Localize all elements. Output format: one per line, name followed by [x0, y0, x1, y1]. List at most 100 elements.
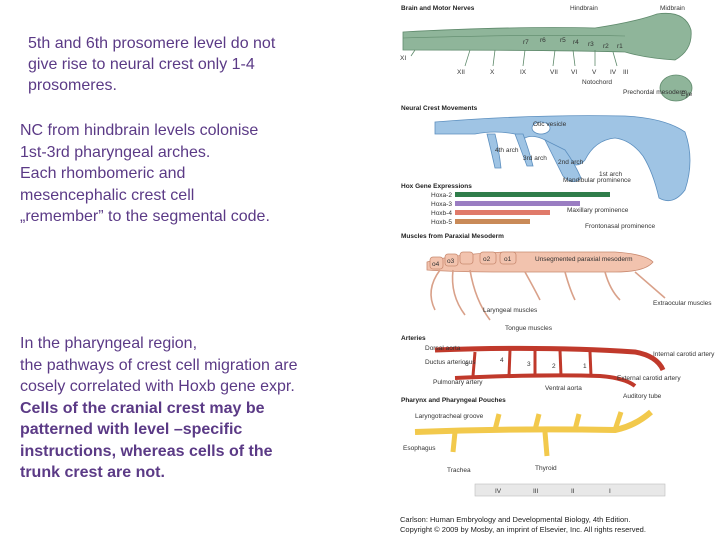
- label-notochord: Notochord: [582, 79, 612, 86]
- nerve-label: IV: [610, 69, 617, 76]
- label-maxillary: Maxillary prominence: [567, 207, 629, 214]
- muscle-streams: [430, 269, 666, 321]
- label-ventral-aorta: Ventral aorta: [545, 385, 582, 392]
- nerve-label: III: [623, 69, 629, 76]
- rhombomere-label: r2: [603, 43, 609, 50]
- somite-label: o3: [447, 258, 455, 265]
- pouch-number: II: [571, 488, 575, 495]
- hoxa3-bar: [455, 201, 580, 206]
- text-line: 1st-3rd pharyngeal arches.: [20, 143, 211, 161]
- label-mandibular: Mandibular prominence: [563, 177, 631, 184]
- label-external-carotid: External carotid artery: [617, 375, 681, 382]
- hoxb4-bar: [455, 210, 550, 215]
- motor-nerves: [410, 49, 618, 67]
- label-prechordal: Prechordal mesoderm: [623, 89, 687, 96]
- text-line: 5th and 6th prosomere level do not: [28, 35, 276, 52]
- nerve-label: XII: [457, 69, 465, 76]
- rhombomere-label: r3: [588, 41, 594, 48]
- label-midbrain: Midbrain: [660, 5, 685, 12]
- nerve-label: X: [490, 69, 495, 76]
- label-otic: Otic vesicle: [533, 121, 567, 128]
- label-laryngeal: Laryngeal muscles: [483, 307, 538, 314]
- label-laryngotracheal: Laryngotracheal groove: [415, 413, 484, 420]
- label-tongue: Tongue muscles: [505, 325, 553, 332]
- artery-number: 3: [527, 361, 531, 368]
- panel-title-muscles: Muscles from Paraxial Mesoderm: [401, 233, 504, 240]
- panel-title-arteries: Arteries: [401, 335, 426, 342]
- pouch-number: IV: [495, 488, 502, 495]
- text-line: cosely correlated with Hoxb gene expr.: [20, 378, 295, 395]
- nerve-label: VII: [550, 69, 558, 76]
- somite-label: o4: [432, 261, 440, 268]
- figure-copyright: Copyright © 2009 by Mosby, an imprint of…: [400, 525, 646, 534]
- somite-label: o1: [504, 256, 512, 263]
- artery-number: 4: [500, 357, 504, 364]
- nerve-label: IX: [520, 69, 527, 76]
- text-line: mesencephalic crest cell: [20, 186, 195, 204]
- text-line: Each rhombomeric and: [20, 165, 186, 182]
- brain-inner-line: [402, 35, 626, 39]
- ventral-aorta-vessel: [454, 373, 637, 388]
- eye-shape: [659, 74, 693, 102]
- rhombomere-label: r1: [617, 43, 623, 50]
- text-line: prosomeres.: [28, 77, 117, 94]
- nerve-label: VI: [571, 69, 577, 76]
- label-hoxb5: Hoxb-5: [431, 219, 452, 226]
- rhombomere-label: r6: [540, 37, 546, 44]
- hoxb5-bar: [455, 219, 530, 224]
- label-extraocular: Extraocular muscles: [653, 300, 712, 307]
- label-trachea: Trachea: [447, 467, 471, 474]
- label-arch4: 4th arch: [495, 147, 519, 154]
- somite-label: o2: [483, 256, 491, 263]
- label-esophagus: Esophagus: [403, 445, 436, 452]
- artery-number: 6: [465, 361, 469, 368]
- label-hoxa2: Hoxa-2: [431, 192, 452, 199]
- text-line-bold: patterned with level –specific: [20, 421, 243, 438]
- label-dorsal-aorta: Dorsal aorta: [425, 345, 461, 352]
- label-hoxa3: Hoxa-3: [431, 201, 452, 208]
- rhombomere-label: r7: [523, 39, 529, 46]
- label-auditory: Auditory tube: [623, 393, 662, 400]
- pharynx-tube: [414, 409, 653, 435]
- panel-title-brain: Brain and Motor Nerves: [401, 5, 475, 12]
- pouch-axis: [474, 483, 666, 497]
- label-hindbrain: Hindbrain: [570, 5, 598, 12]
- label-eye: Eye: [681, 91, 693, 98]
- nerve-label: XI: [400, 55, 406, 62]
- text-line: the pathways of crest cell migration are: [20, 356, 298, 374]
- otic-vesicle-shape: [531, 121, 551, 135]
- label-pulmonary: Pulmonary artery: [433, 379, 483, 386]
- panel-title-pouches: Pharynx and Pharyngeal Pouches: [401, 397, 506, 404]
- label-thyroid: Thyroid: [535, 465, 557, 472]
- text-line: NC from hindbrain levels colonise: [20, 122, 259, 139]
- somites: [429, 251, 517, 270]
- nerve-label: V: [592, 69, 597, 76]
- embryology-figure: Brain and Motor Nerves Eye Hindbrain Mid…: [400, 5, 715, 497]
- label-hoxb4: Hoxb-4: [431, 210, 452, 217]
- pouch-number: I: [609, 488, 611, 495]
- panel-title-hox: Hox Gene Expressions: [401, 183, 472, 190]
- label-unsegmented: Unsegmented paraxial mesoderm: [535, 256, 633, 263]
- label-arch3: 3rd arch: [523, 155, 547, 162]
- text-line: In the pharyngeal region,: [20, 335, 198, 352]
- paragraph-prosomere: 5th and 6th prosomere level do not give …: [28, 33, 358, 96]
- paragraph-hindbrain: NC from hindbrain levels colonise 1st-3r…: [20, 120, 360, 228]
- label-internal-carotid: Internal carotid artery: [653, 351, 715, 358]
- panel-title-crest: Neural Crest Movements: [401, 105, 478, 112]
- crest-shape: [434, 115, 691, 202]
- text-line: give rise to neural crest only 1-4: [28, 56, 255, 73]
- text-line-bold: trunk crest are not.: [20, 464, 165, 481]
- artery-number: 1: [583, 363, 587, 370]
- text-line-bold: instructions, whereas cells of the: [20, 442, 273, 460]
- pharyngeal-pouches: [450, 411, 624, 457]
- label-arch1: 1st arch: [599, 171, 623, 178]
- label-ductus: Ductus arteriosus: [425, 359, 476, 366]
- rhombomere-label: r5: [560, 37, 566, 44]
- crest-streams: [486, 133, 582, 182]
- paragraph-pharyngeal: In the pharyngeal region, the pathways o…: [20, 333, 380, 484]
- aortic-arches: [471, 349, 593, 377]
- figure-caption: Carlson: Human Embryology and Developmen…: [400, 515, 631, 524]
- text-line-bold: Cells of the cranial crest may be: [20, 399, 265, 417]
- artery-number: 2: [552, 363, 556, 370]
- pouch-number: III: [533, 488, 539, 495]
